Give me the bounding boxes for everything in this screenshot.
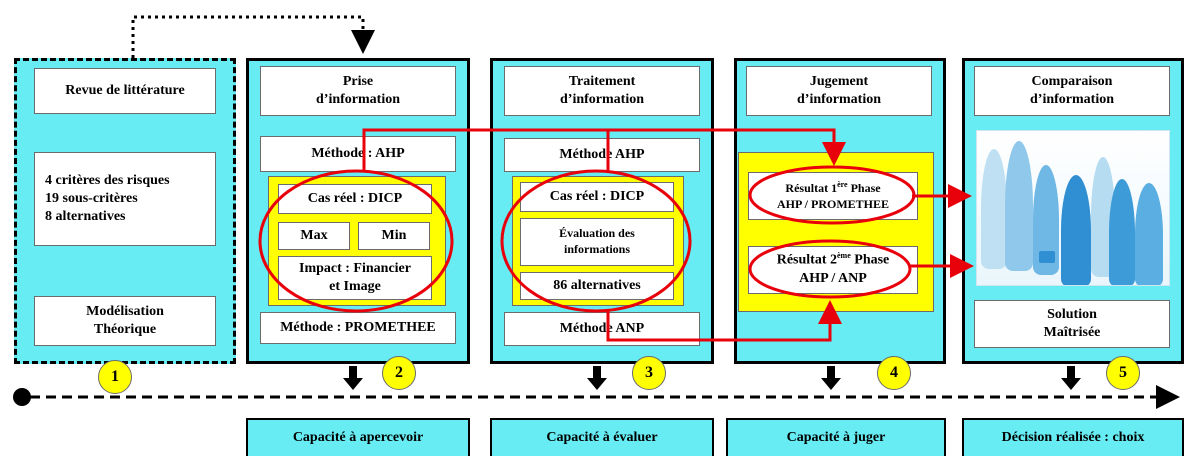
- min-box: Min: [358, 222, 430, 250]
- business-people-image: [976, 130, 1170, 286]
- max-box: Max: [278, 222, 350, 250]
- red-ellipse-resultat-1: [748, 165, 916, 225]
- down-arrow-icon: [343, 366, 363, 390]
- impact-line-1: Impact : Financier: [299, 260, 411, 276]
- cas-reel-box-3: Cas réel : DICP: [520, 182, 674, 212]
- step-number-2: 2: [382, 356, 416, 390]
- red-ellipse-resultat-2: [748, 239, 912, 299]
- traitement-title-line-2: d’information: [560, 92, 644, 107]
- cas-reel-box-2: Cas réel : DICP: [278, 184, 432, 214]
- solution-line-1: Solution: [1047, 306, 1097, 322]
- solution-box: Solution Maîtrisée: [974, 300, 1170, 348]
- methode-ahp-label-2: Méthode : AHP: [311, 145, 405, 161]
- alternatives-box: 86 alternatives: [520, 272, 674, 300]
- methode-anp-box: Méthode ANP: [504, 312, 700, 346]
- methode-ahp-box-2: Méthode : AHP: [260, 136, 456, 172]
- methode-promethee-box: Méthode : PROMETHEE: [260, 312, 456, 344]
- resultat-phase-1-line-1: Résultat 1ère Phase: [785, 179, 881, 195]
- step-number-5: 5: [1106, 356, 1140, 390]
- revue-litterature-label: Revue de littérature: [65, 82, 185, 98]
- comparaison-title-line-1: Comparaison: [1031, 73, 1113, 89]
- person-silhouette-icon: [1109, 179, 1135, 285]
- criteria-line-2: 19 sous-critères: [45, 190, 138, 206]
- alternatives-label: 86 alternatives: [553, 277, 641, 293]
- evaluation-line-1: Évaluation des: [559, 226, 635, 241]
- revue-litterature-box: Revue de littérature: [34, 68, 216, 114]
- modelisation-line-1: Modélisation: [86, 303, 164, 319]
- prise-title-line-2: d’information: [316, 92, 400, 107]
- criteria-line-1: 4 critères des risques: [45, 172, 170, 188]
- prise-title-line-1: Prise: [342, 73, 374, 89]
- red-connector-top: [362, 128, 846, 172]
- methode-promethee-label: Méthode : PROMETHEE: [280, 319, 436, 335]
- person-silhouette-icon: [981, 149, 1007, 269]
- jugement-title-line-1: Jugement: [809, 73, 869, 89]
- methode-anp-label: Méthode ANP: [559, 320, 645, 336]
- resultat-phase-2-line-1: Résultat 2ème Phase: [776, 251, 890, 269]
- down-arrow-icon: [1061, 366, 1081, 390]
- criteria-box: 4 critères des risques 19 sous-critères …: [34, 152, 216, 246]
- min-label: Min: [381, 227, 407, 243]
- modelisation-line-2: Théorique: [93, 322, 157, 337]
- resultat-phase-1-box: Résultat 1ère Phase AHP / PROMETHEE: [748, 172, 918, 220]
- evaluation-box: Évaluation des informations: [520, 218, 674, 266]
- decision-realisee-label: Décision réalisée : choix: [1001, 430, 1145, 445]
- comparaison-title-box: Comparaison d’information: [974, 66, 1170, 116]
- solution-line-2: Maîtrisée: [1043, 325, 1101, 340]
- person-silhouette-icon: [1005, 141, 1033, 271]
- resultat-phase-1-line-2: AHP / PROMETHEE: [776, 196, 889, 211]
- timeline-start-dot: [13, 388, 31, 406]
- impact-line-2: et Image: [329, 279, 381, 294]
- max-label: Max: [300, 227, 328, 243]
- step-number-1: 1: [98, 360, 132, 394]
- person-silhouette-icon: [1061, 175, 1091, 285]
- methode-ahp-label-3: Méthode AHP: [559, 146, 645, 162]
- resultat-phase-2-box: Résultat 2ème Phase AHP / ANP: [748, 246, 918, 294]
- red-connector-bottom: [606, 300, 842, 342]
- capacite-evaluer-label: Capacité à évaluer: [546, 430, 658, 445]
- down-arrow-icon: [821, 366, 841, 390]
- jugement-title-line-2: d’information: [797, 92, 881, 107]
- red-ellipse-prise: [258, 169, 454, 313]
- capacite-apercevoir-box: Capacité à apercevoir: [246, 418, 470, 456]
- down-arrow-icon: [587, 366, 607, 390]
- modelisation-box: Modélisation Théorique: [34, 296, 216, 346]
- red-ellipse-traitement: [500, 169, 692, 313]
- comparaison-title-line-2: d’information: [1030, 92, 1114, 107]
- capacite-apercevoir-label: Capacité à apercevoir: [292, 430, 424, 445]
- cas-reel-label-3: Cas réel : DICP: [549, 188, 645, 204]
- traitement-title-line-1: Traitement: [568, 73, 636, 89]
- methode-ahp-box-3: Méthode AHP: [504, 138, 700, 172]
- criteria-line-3: 8 alternatives: [45, 209, 126, 225]
- traitement-title-box: Traitement d’information: [504, 66, 700, 116]
- impact-box: Impact : Financier et Image: [278, 256, 432, 300]
- resultat-phase-2-line-2: AHP / ANP: [799, 271, 867, 287]
- capacite-evaluer-box: Capacité à évaluer: [490, 418, 714, 456]
- evaluation-line-2: informations: [564, 242, 630, 256]
- capacite-juger-label: Capacité à juger: [786, 430, 886, 445]
- cas-reel-label-2: Cas réel : DICP: [307, 190, 403, 206]
- briefcase-icon: [1039, 251, 1055, 263]
- jugement-title-box: Jugement d’information: [746, 66, 932, 116]
- step-number-3: 3: [632, 356, 666, 390]
- person-silhouette-icon: [1135, 183, 1163, 285]
- dotted-feedback-arrow: [131, 15, 375, 58]
- decision-realisee-box: Décision réalisée : choix: [962, 418, 1184, 456]
- capacite-juger-box: Capacité à juger: [726, 418, 946, 456]
- step-number-4: 4: [877, 356, 911, 390]
- prise-title-box: Prise d’information: [260, 66, 456, 116]
